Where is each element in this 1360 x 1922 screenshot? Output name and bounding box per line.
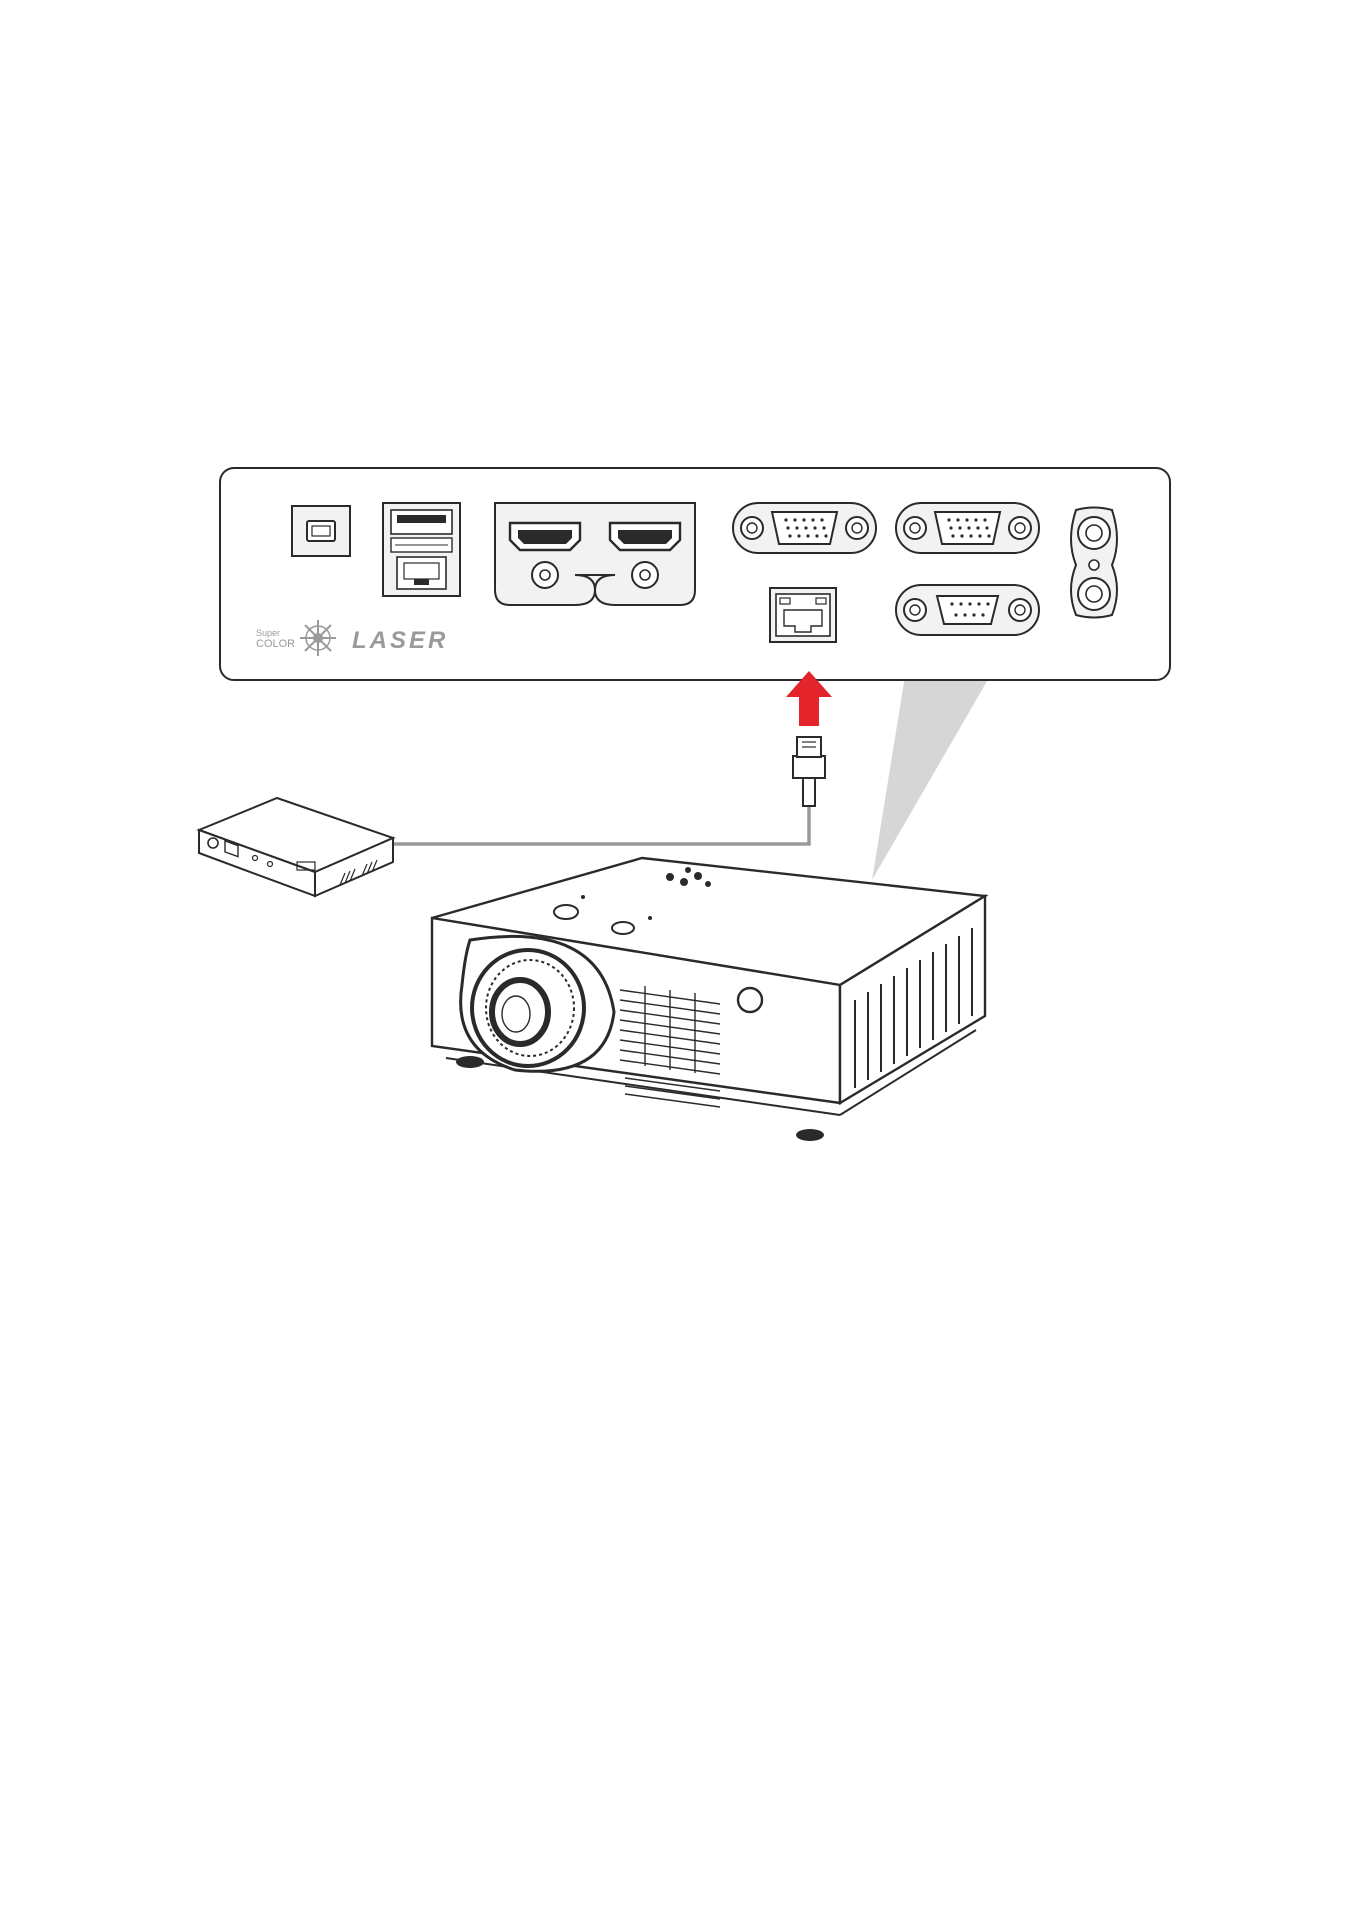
router [199,798,393,896]
logo-laser-text: LASER [352,627,448,654]
audio-jacks [1071,508,1117,618]
ir-receiver [738,988,762,1012]
projector-foot [796,1129,824,1141]
callout-wedge [872,676,990,880]
rs232-port [896,585,1039,635]
usb-b-port [292,506,350,556]
starburst-icon [300,620,336,656]
connector-panel: Super COLOR LASER [220,468,1170,680]
hdmi-block [495,503,695,605]
rj45-plug [793,737,825,806]
usb-a-lan-stack [383,503,460,596]
lan-cable [393,805,809,844]
laser-projector [432,858,985,1141]
logo-color-text: COLOR [256,638,295,650]
rj45-lan-port [770,588,836,642]
vga-in-port [733,503,876,553]
logo-super-text: Super [256,628,280,638]
vga-out-port [896,503,1039,553]
projector-foot [456,1056,484,1068]
